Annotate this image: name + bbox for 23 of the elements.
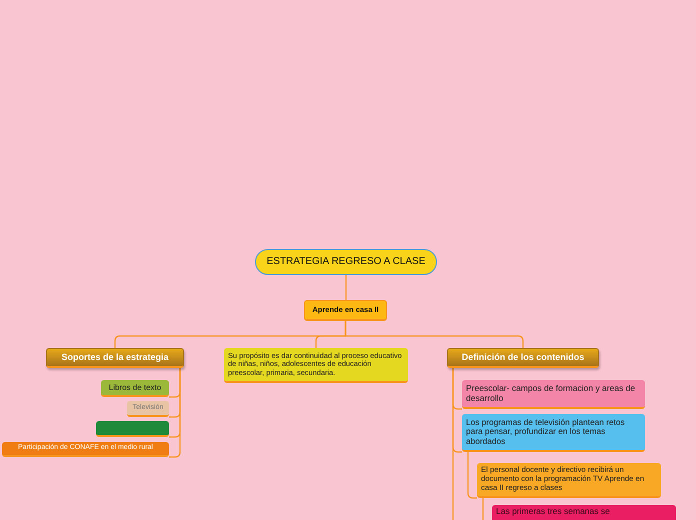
node-text: Las primeras tres semanas se <box>496 507 610 517</box>
content-box <box>462 380 645 409</box>
node-text: Soportes de la estrategia <box>61 352 169 363</box>
leaf-box <box>2 442 169 457</box>
subtopic-box <box>46 348 184 368</box>
content-box <box>462 414 645 452</box>
central-topic <box>255 249 437 275</box>
leaf-box <box>101 380 169 397</box>
connector-line <box>467 452 477 499</box>
node-text: ESTRATEGIA REGRESO A CLASE <box>266 256 426 268</box>
connector-line <box>452 368 454 520</box>
content-box <box>477 463 661 498</box>
main-topic <box>304 300 387 321</box>
node-text: Los programas de televisión plantean retos para pensar, profundizar en los temas abordados <box>466 418 626 446</box>
node-text: Definición de los contenidos <box>462 352 584 363</box>
node-text: Libros de texto <box>108 382 162 392</box>
leaf-box <box>127 401 169 417</box>
description-box <box>224 348 408 383</box>
connector-line <box>169 368 181 458</box>
node-text: Preescolar- campos de formacion y areas de desarrollo <box>466 384 636 404</box>
subtopic-box <box>447 348 599 368</box>
connector-line <box>345 275 347 300</box>
empty-box <box>96 421 169 437</box>
